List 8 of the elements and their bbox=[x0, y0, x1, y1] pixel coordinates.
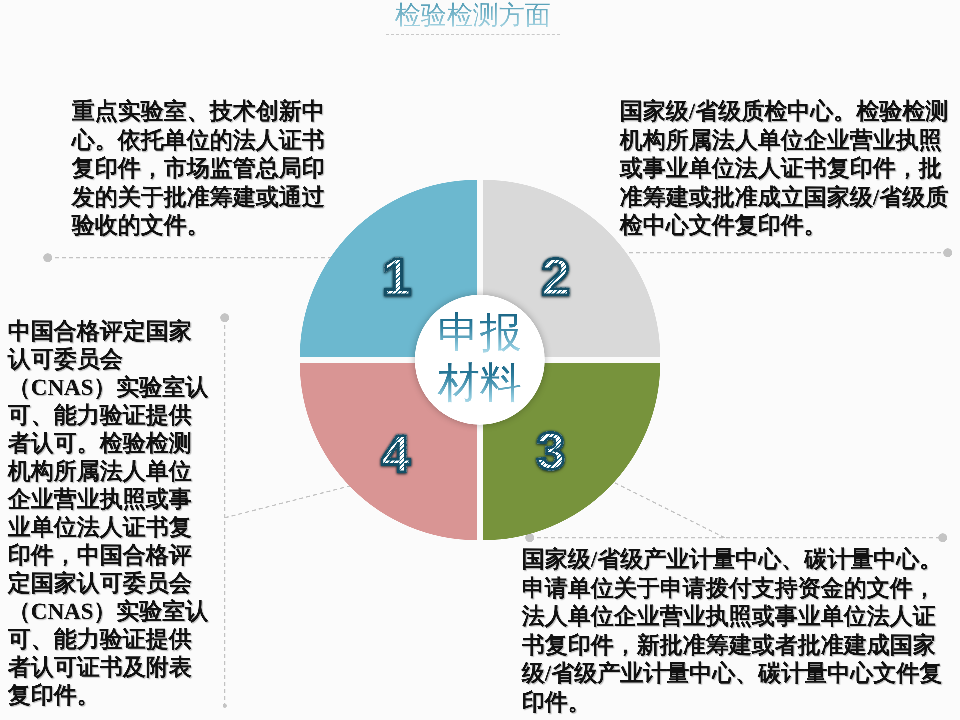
leader-line bbox=[612, 481, 726, 539]
callout-text: 重点实验室、技术创新中心。依托单位的法人证书复印件，市场监管总局印发的关于批准筹建或通过验收的文件。 bbox=[72, 98, 326, 240]
callout-text: 国家级/省级产业计量中心、碳计量中心。申请单位关于申请拨付支持资金的文件，法人单位企业营业执照或事业单位法人证书复印件，新批准筹建或者批准建成国家级/省级产业计量中心、碳计量中心文件复印件。 bbox=[522, 546, 944, 717]
callout-text: 国家级/省级质检中心。检验检测机构所属法人单位企业营业执照或事业单位法人证书复印件，批准筹建或批准成立国家级/省级质检中心文件复印件。 bbox=[620, 98, 950, 240]
title: 检验检测方面 bbox=[386, 1, 560, 35]
leader-line bbox=[224, 485, 352, 519]
callout-text: 中国合格评定国家认可委员会（CNAS）实验室认可、能力验证提供者认可。检验检测机构所属法人单位企业营业执照或事业单位法人证书复印件，中国合格评定国家认可委员会（CNAS）实验室认可、能力验证提供者认可证书及附表复印件。 bbox=[8, 318, 210, 710]
leader-line bbox=[44, 254, 332, 262]
